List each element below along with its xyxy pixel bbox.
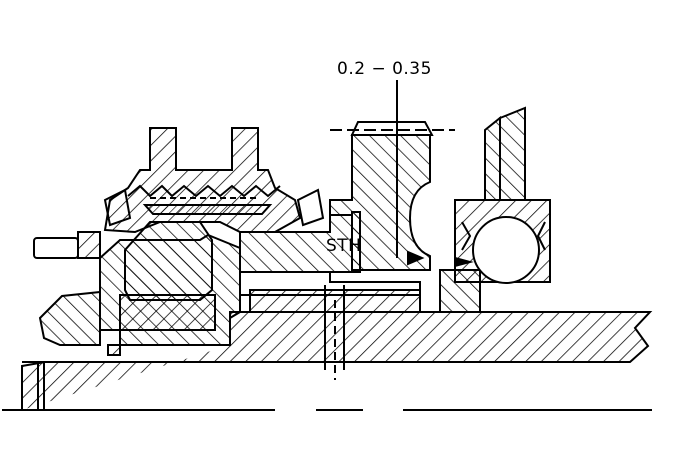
cone-left xyxy=(103,188,132,227)
arrow-head-2 xyxy=(454,256,474,268)
synchro-teeth xyxy=(127,184,281,198)
sleeve xyxy=(124,221,213,301)
lower-left-housing xyxy=(38,290,101,346)
retainer xyxy=(439,269,481,313)
housing-stem xyxy=(484,115,501,201)
washer-top xyxy=(350,121,434,136)
thrust-washer xyxy=(329,134,431,271)
cone-right xyxy=(296,188,325,227)
gear-web xyxy=(239,271,421,296)
part-label-sth: STH xyxy=(326,236,362,256)
bearing-ball xyxy=(472,216,540,284)
synchro-hub xyxy=(103,127,302,234)
clearance-dimension-label: 0.2 − 0.35 xyxy=(337,59,432,79)
bearing-cage xyxy=(461,221,546,251)
arrow-head xyxy=(407,250,425,266)
pin-end xyxy=(33,237,79,259)
housing-stem-right xyxy=(499,106,526,201)
synchro-ring xyxy=(142,204,273,215)
lower-left-step xyxy=(107,344,121,356)
pin-stub xyxy=(77,231,101,259)
